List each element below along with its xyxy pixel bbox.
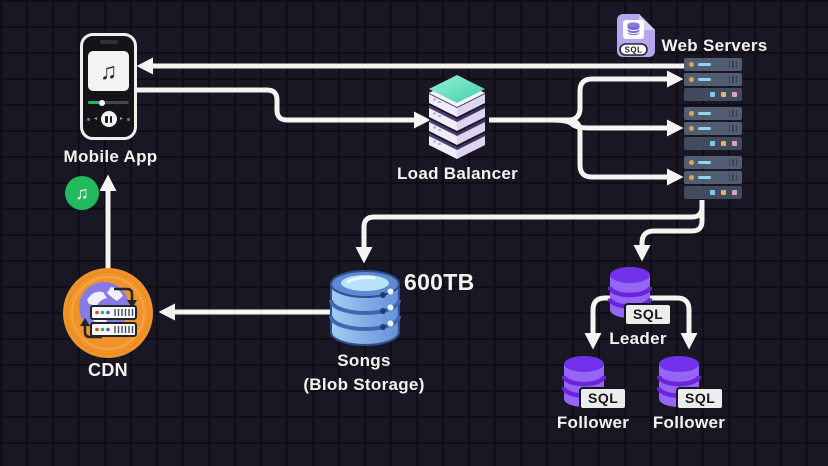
phone-notch	[99, 40, 118, 44]
blob-storage-icon	[329, 270, 401, 346]
arrow-mobile-to-loadbalancer	[137, 87, 431, 129]
pause-button-icon	[100, 111, 117, 127]
sync-arrows-icon	[83, 287, 134, 339]
blob-storage-sublabel: (Blob Storage)	[303, 375, 425, 394]
arrow-loadbalancer-to-server3	[489, 117, 684, 186]
sql-file-icon: SQL	[617, 14, 655, 57]
storage-indicator-dots	[380, 288, 394, 330]
progress-knob	[99, 99, 105, 106]
leader-sql-badge: SQL	[624, 303, 673, 326]
songs-label: Songs	[337, 351, 391, 370]
progress-fill	[88, 101, 101, 104]
previous-track-icon: ◂	[93, 116, 97, 122]
lb-top-face	[429, 75, 485, 103]
arrow-leader-to-follower1	[584, 295, 615, 350]
player-controls: ◂ ▸	[83, 111, 134, 127]
control-dot	[126, 117, 130, 121]
mobile-phone-icon: ♫ ◂ ▸	[80, 33, 137, 140]
arrow-servers-to-storage	[355, 200, 705, 264]
web-server-rack-1	[684, 58, 742, 102]
web-server-rack-3	[684, 156, 742, 200]
arrow-leader-to-follower2	[648, 295, 698, 350]
web-server-rack-2	[684, 107, 742, 151]
load-balancer-label: Load Balancer	[396, 164, 519, 183]
music-app-icon: ♫	[65, 176, 99, 210]
storage-capacity-label: 600TB	[404, 269, 475, 295]
leader-label: Leader	[609, 329, 667, 348]
follower-2-sql-badge: SQL	[676, 387, 725, 410]
sql-file-badge-text: SQL	[625, 46, 643, 55]
cdn-icon	[63, 268, 153, 358]
mobile-app-label: Mobile App	[63, 147, 158, 166]
playback-progress-bar	[88, 99, 129, 106]
web-servers-label: Web Servers	[661, 36, 768, 55]
arrow-servers-to-leader	[633, 200, 705, 262]
edge-server-bars	[90, 305, 137, 337]
album-art-music-note-icon: ♫	[88, 51, 129, 91]
control-dot	[87, 117, 91, 121]
follower-1-sql-badge: SQL	[579, 387, 628, 410]
follower-2-label: Follower	[652, 413, 726, 432]
cdn-label: CDN	[88, 360, 128, 380]
load-balancer-icon	[429, 75, 485, 159]
next-track-icon: ▸	[120, 116, 124, 122]
follower-1-label: Follower	[556, 413, 630, 432]
database-glyph	[627, 22, 640, 36]
arrow-loadbalancer-to-server1	[489, 70, 684, 123]
